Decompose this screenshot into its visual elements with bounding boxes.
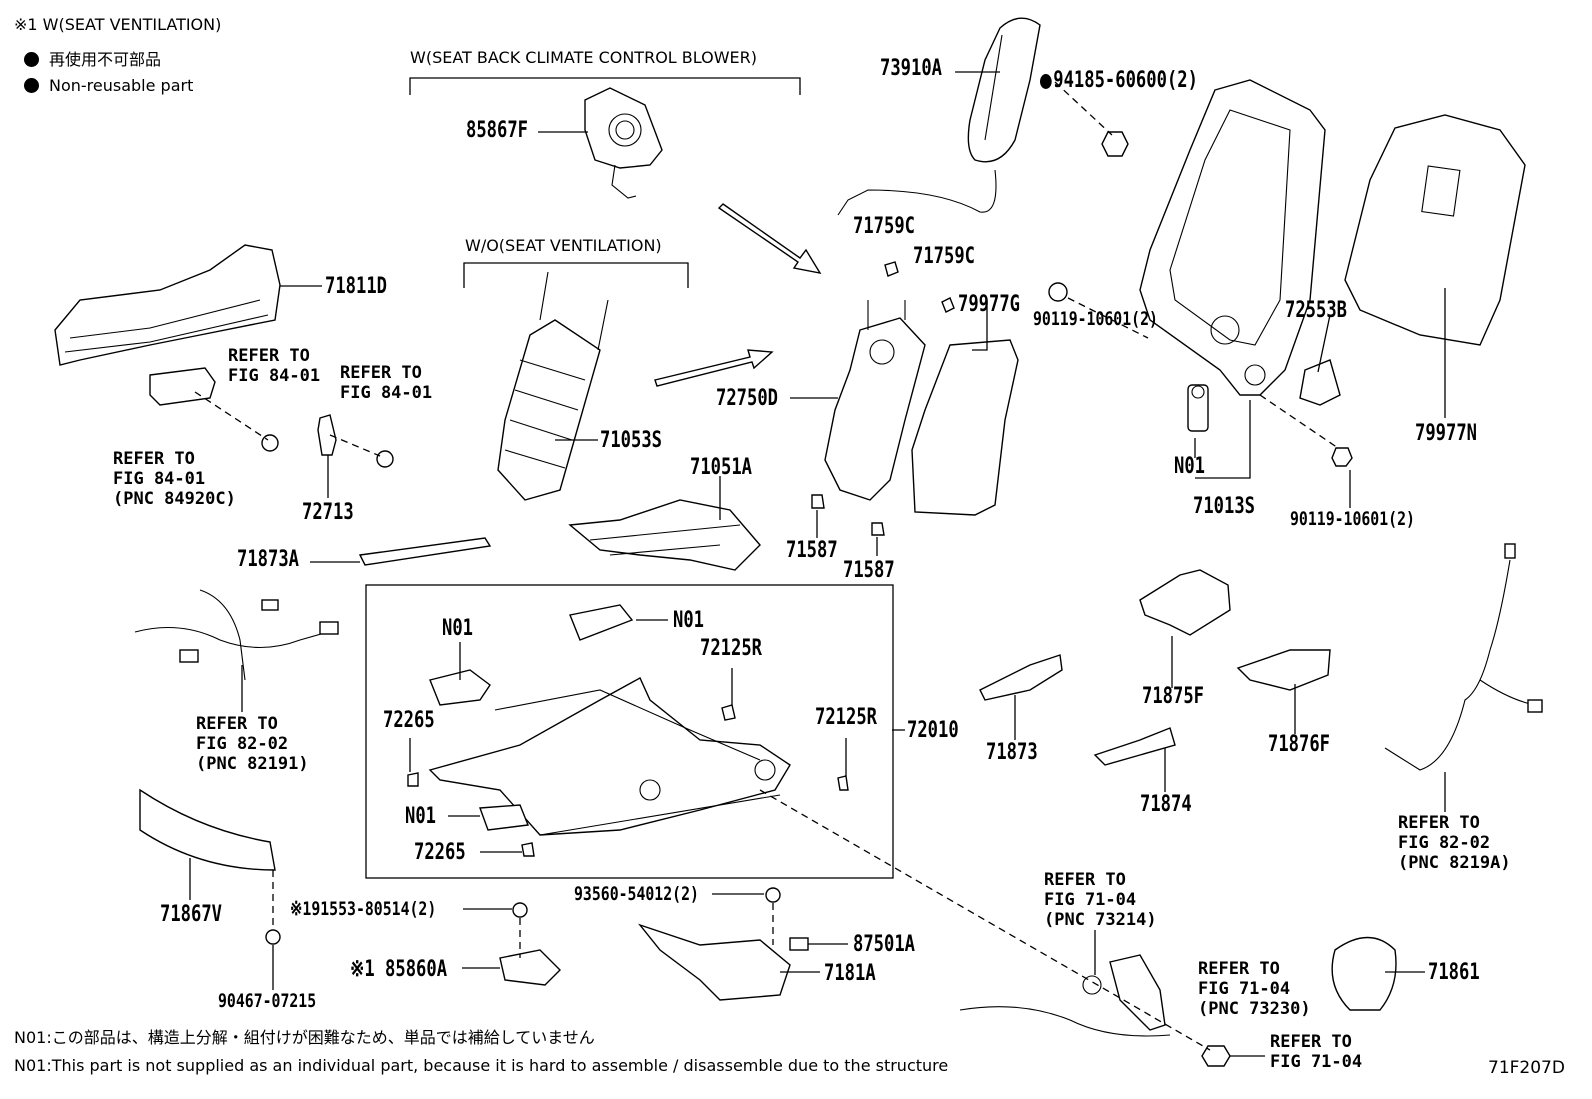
direction-arrow-upper xyxy=(717,203,822,274)
part-label-72750d[interactable]: 72750D xyxy=(716,386,778,411)
part-label-79977g[interactable]: 79977G xyxy=(958,292,1020,317)
part-label-72265-a[interactable]: 72265 xyxy=(383,708,435,733)
part-label-94185-text: 94185-60600(2) xyxy=(1053,68,1198,93)
part-label-72265-b[interactable]: 72265 xyxy=(414,840,466,865)
cap-71861 xyxy=(1331,936,1397,1011)
part-label-n01-a[interactable]: N01 xyxy=(442,616,474,641)
seat-belt-buckle xyxy=(959,954,1171,1037)
legend-en-text: Non-reusable part xyxy=(49,76,194,95)
refer-note-fig-71-04-pnc-73230[interactable]: REFER TO FIG 71-04 (PNC 73230) xyxy=(1198,959,1311,1019)
dashed-connectors xyxy=(194,81,1339,1051)
legend-en: Non-reusable part xyxy=(24,78,193,94)
figure-code: 71F207D xyxy=(1488,1058,1565,1078)
part-label-79977n[interactable]: 79977N xyxy=(1415,421,1477,446)
non-reusable-dot-icon xyxy=(1040,74,1052,89)
lumbar-support-71053s xyxy=(497,271,609,501)
refer-note-fig-84-01-pnc[interactable]: REFER TO FIG 84-01 (PNC 84920C) xyxy=(113,449,236,509)
non-reusable-dot-icon xyxy=(24,52,39,67)
seatback-frame-71013s xyxy=(1139,79,1326,396)
part-label-71873a[interactable]: 71873A xyxy=(237,547,299,572)
part-label-93560[interactable]: 93560-54012(2) xyxy=(574,883,699,905)
part-label-71867v[interactable]: 71867V xyxy=(160,902,222,927)
motor-back-n01 xyxy=(1187,384,1209,432)
part-label-71587-b[interactable]: 71587 xyxy=(843,558,895,583)
part-label-71874[interactable]: 71874 xyxy=(1140,792,1192,817)
cover-72553b xyxy=(1299,359,1341,406)
part-label-87501a[interactable]: 87501A xyxy=(853,932,915,957)
part-label-90467[interactable]: 90467-07215 xyxy=(218,990,317,1012)
switch-parts-left xyxy=(149,367,337,456)
seatback-pad-79977g xyxy=(911,339,1019,516)
variant-note: ※1 W(SEAT VENTILATION) xyxy=(14,15,222,34)
seatback-board-79977n xyxy=(1344,114,1526,346)
part-label-72125r-b[interactable]: 72125R xyxy=(815,705,877,730)
trim-cover-71867v xyxy=(139,788,276,871)
refer-note-fig-71-04-pnc-73214[interactable]: REFER TO FIG 71-04 (PNC 73214) xyxy=(1044,870,1157,930)
non-reusable-dot-icon xyxy=(24,78,39,93)
part-label-191553[interactable]: ※191553-80514(2) xyxy=(290,898,437,920)
wire-harness-left xyxy=(134,589,339,681)
part-label-71861[interactable]: 71861 xyxy=(1428,960,1480,985)
section-title-blower: W(SEAT BACK CLIMATE CONTROL BLOWER) xyxy=(410,48,757,67)
footer-note-jp: N01:この部品は、構造上分解・組付けが困難なため、単品では補給していません xyxy=(14,1028,595,1047)
part-label-72125r-a[interactable]: 72125R xyxy=(700,636,762,661)
part-label-90119-a[interactable]: 90119-10601(2) xyxy=(1033,308,1158,330)
part-label-71759c-a[interactable]: 71759C xyxy=(853,214,915,239)
legend-jp: 再使用不可部品 xyxy=(24,52,161,68)
part-label-73910a[interactable]: 73910A xyxy=(880,56,942,81)
part-label-71053s[interactable]: 71053S xyxy=(600,428,662,453)
part-label-71587-a[interactable]: 71587 xyxy=(786,538,838,563)
blower-section-bracket xyxy=(409,77,801,95)
part-label-71759c-b[interactable]: 71759C xyxy=(913,244,975,269)
part-label-71013s[interactable]: 71013S xyxy=(1193,494,1255,519)
motors-in-box xyxy=(429,604,634,831)
part-label-71876f[interactable]: 71876F xyxy=(1268,732,1330,757)
clips xyxy=(407,704,849,857)
part-label-n01-back[interactable]: N01 xyxy=(1174,454,1206,479)
bolts xyxy=(261,131,1353,1067)
part-label-94185[interactable]: 94185-60600(2) xyxy=(1040,70,1198,92)
part-label-71811d[interactable]: 71811D xyxy=(325,274,387,299)
wire-harness-right xyxy=(1384,543,1543,771)
bottom-parts xyxy=(499,923,809,1001)
no-vent-section-bracket xyxy=(463,262,689,288)
refer-note-fig-82-02-pnc-8219a[interactable]: REFER TO FIG 82-02 (PNC 8219A) xyxy=(1398,813,1511,873)
part-label-7181a[interactable]: 7181A xyxy=(824,961,876,986)
part-label-71875f[interactable]: 71875F xyxy=(1142,684,1204,709)
blower-part-85867f xyxy=(584,87,663,199)
refer-note-fig-84-01-b[interactable]: REFER TO FIG 84-01 xyxy=(340,363,433,403)
part-label-71873[interactable]: 71873 xyxy=(986,740,1038,765)
refer-note-fig-84-01-a[interactable]: REFER TO FIG 84-01 xyxy=(228,346,321,386)
part-label-72713[interactable]: 72713 xyxy=(302,500,354,525)
section-title-no-vent: W/O(SEAT VENTILATION) xyxy=(465,236,662,255)
direction-arrow-lower xyxy=(654,349,774,387)
part-label-85860a[interactable]: ※1 85860A xyxy=(350,957,448,982)
part-label-71051a[interactable]: 71051A xyxy=(690,455,752,480)
cushion-frame-group-box xyxy=(365,584,894,879)
part-label-n01-c[interactable]: N01 xyxy=(405,804,437,829)
trim-parts-right xyxy=(979,569,1331,766)
part-label-85867f[interactable]: 85867F xyxy=(466,118,528,143)
recliner-panel-72750d xyxy=(824,300,926,501)
cushion-spring-71051a xyxy=(568,499,761,571)
part-label-90119-b[interactable]: 90119-10601(2) xyxy=(1290,508,1415,530)
part-label-72010[interactable]: 72010 xyxy=(907,718,959,743)
legend-jp-text: 再使用不可部品 xyxy=(49,50,162,69)
side-airbag-73910a xyxy=(837,17,1041,216)
leader-lines xyxy=(189,71,1446,1057)
part-label-n01-b[interactable]: N01 xyxy=(673,608,705,633)
part-label-72553b[interactable]: 72553B xyxy=(1285,298,1347,323)
trim-strip-71873a xyxy=(358,537,492,566)
refer-note-fig-71-04[interactable]: REFER TO FIG 71-04 xyxy=(1270,1032,1363,1072)
footer-note-en: N01:This part is not supplied as an indi… xyxy=(14,1056,949,1075)
refer-note-fig-82-02-pnc-82191[interactable]: REFER TO FIG 82-02 (PNC 82191) xyxy=(196,714,309,774)
cushion-cover-71811d xyxy=(54,244,281,366)
